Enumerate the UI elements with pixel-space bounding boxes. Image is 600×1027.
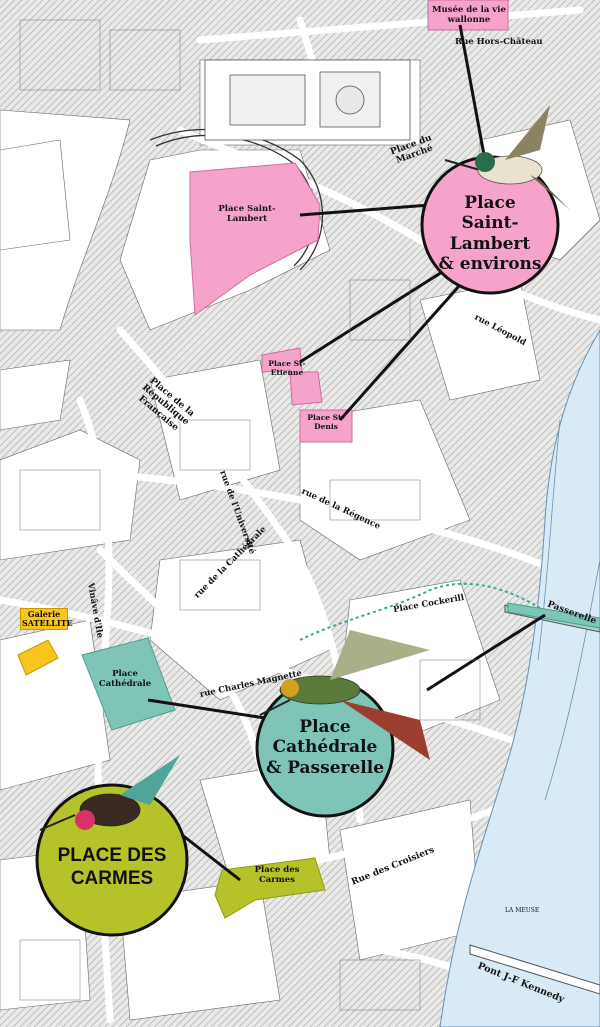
place-st-denis-label: Place St-Denis: [307, 413, 345, 431]
place-st-etienne-label: Place St-Etienne: [268, 359, 306, 377]
rue-hors-chateau-label: Rue Hors-Château: [455, 37, 543, 47]
circle-saint-lambert-text: Place Saint-Lambert & environs: [422, 193, 558, 275]
circle-line: & environs: [438, 254, 542, 275]
teal-zones: [81, 602, 600, 731]
hummingbird-icon: [259, 630, 430, 760]
block-outlines: [19, 19, 481, 1011]
circle-cathedrale-text: Place Cathédrale & Passerelle: [257, 717, 393, 778]
galerie-zone: [17, 639, 59, 676]
pink-zones: [189, 0, 509, 443]
place-cathedrale-label: Place Cathédrale: [98, 669, 152, 689]
river-meuse: [439, 329, 600, 1027]
circle-line: Saint-Lambert: [449, 213, 531, 254]
circle-line: Place: [464, 193, 516, 213]
circle-carmes-text: PLACE DES CARMES: [37, 845, 187, 891]
place-des-carmes-label: Place des Carmes: [254, 865, 300, 885]
hummingbird-icon: [39, 755, 200, 850]
circle-line: CARMES: [70, 867, 154, 889]
passerelle-path: [299, 582, 541, 641]
circle-carmes: [35, 783, 189, 937]
la-meuse-label: LA MEUSE: [505, 907, 540, 914]
galerie-label: Galerie SATELLITE: [20, 608, 73, 631]
olive-zones: [214, 857, 326, 919]
circle-line: Place: [299, 717, 351, 737]
circle-line: Cathédrale: [272, 737, 378, 758]
musee-label: Musée de la vie wallonne: [432, 5, 506, 25]
circle-line: PLACE DES: [57, 845, 167, 866]
palace: [204, 59, 411, 141]
hummingbird-icon: [444, 105, 570, 210]
circle-line: & Passerelle: [265, 757, 385, 778]
place-saint-lambert-label: Place Saint-Lambert: [218, 204, 276, 224]
